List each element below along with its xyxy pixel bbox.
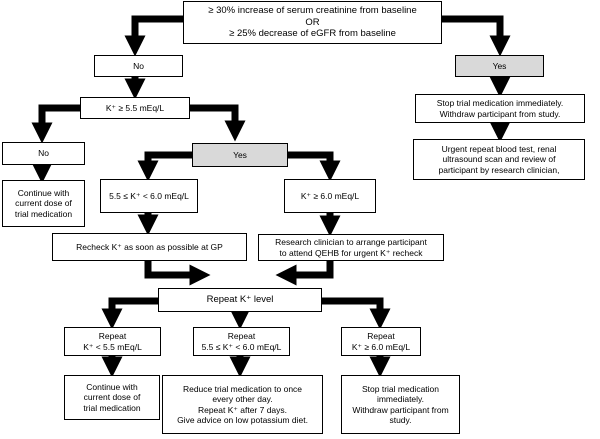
node-no-2-line: No — [38, 148, 49, 159]
node-no-2: No — [2, 142, 85, 165]
arrow-recheck-to-repeat — [144, 261, 211, 286]
node-continue-2-line: trial medication — [83, 402, 141, 413]
arrow-k-check-to-no — [31, 104, 80, 144]
node-continue-2-line: current dose of — [83, 392, 141, 403]
node-stop-2-line: Stop trial medication — [361, 383, 439, 394]
node-continue-1-line: current dose of — [15, 198, 72, 209]
node-clinician: Research clinician to arrange participan… — [258, 234, 444, 261]
node-repeat-high-line: Repeat — [367, 331, 395, 342]
node-clinician-line: to attend QEHB for urgent K⁺ recheck — [279, 247, 423, 258]
node-repeat-low: Repeat K⁺ < 5.5 mEq/L — [64, 327, 161, 356]
node-stop-2-line: study. — [389, 414, 412, 425]
node-continue-1: Continue with current dose of trial medi… — [2, 180, 85, 227]
arrow-k-check-to-yes — [190, 104, 246, 142]
node-start-line: ≥ 30% increase of serum creatinine from … — [208, 5, 417, 17]
node-yes-2-line: Yes — [233, 149, 247, 160]
node-start-line: ≥ 25% decrease of eGFR from baseline — [229, 28, 396, 40]
node-stop-1-line: Stop trial medication immediately. — [436, 98, 564, 109]
node-repeat-low-line: Repeat — [98, 331, 127, 342]
node-stop-2: Stop trial medication immediately. Withd… — [341, 375, 460, 434]
node-k-check: K⁺ ≥ 5.5 mEq/L — [80, 97, 190, 119]
node-repeat-mid-line: Repeat — [227, 331, 256, 342]
node-recheck-gp: Recheck K⁺ as soon as possible at GP — [52, 233, 247, 261]
node-repeat-low-line: K⁺ < 5.5 mEq/L — [83, 341, 142, 352]
node-k-check-line: K⁺ ≥ 5.5 mEq/L — [105, 102, 165, 113]
node-continue-1-line: Continue with — [17, 187, 70, 198]
node-yes-1: Yes — [455, 55, 544, 77]
node-repeat-k-line: Repeat K⁺ level — [206, 294, 274, 306]
arrow-repeat-to-low — [101, 297, 158, 330]
node-reduce-line: every other day. — [212, 394, 273, 405]
node-continue-2-line: Continue with — [86, 381, 138, 392]
node-stop-1-line: Withdraw participant from study. — [439, 108, 561, 119]
node-repeat-mid: Repeat 5.5 ≤ K⁺ < 6.0 mEq/L — [193, 327, 290, 356]
node-repeat-high: Repeat K⁺ ≥ 6.0 mEq/L — [341, 327, 421, 356]
node-repeat-k: Repeat K⁺ level — [158, 288, 322, 312]
node-reduce-line: Reduce trial medication to once — [182, 383, 303, 394]
node-reduce-line: Give advice on low potassium diet. — [177, 414, 308, 425]
node-stop-2-line: Withdraw participant from — [352, 404, 449, 415]
node-reduce: Reduce trial medication to once every ot… — [162, 375, 323, 434]
arrow-yes-to-range — [137, 151, 192, 182]
node-no-1: No — [94, 55, 183, 77]
node-start-line: OR — [305, 16, 320, 28]
node-range-1-line: 5.5 ≤ K⁺ < 6.0 mEq/L — [109, 190, 189, 201]
arrow-clinician-to-repeat — [275, 261, 334, 286]
node-start: ≥ 30% increase of serum creatinine from … — [183, 1, 442, 44]
node-continue-2: Continue with current dose of trial medi… — [64, 375, 160, 420]
arrow-yes-to-high — [288, 151, 341, 182]
node-urgent-test-line: participant by research clinician, — [438, 164, 560, 175]
arrow-start-to-no — [124, 15, 183, 57]
node-stop-1: Stop trial medication immediately. Withd… — [415, 94, 585, 123]
node-repeat-high-line: K⁺ ≥ 6.0 mEq/L — [351, 341, 411, 352]
node-urgent-test: Urgent repeat blood test, renal ultrasou… — [413, 139, 585, 180]
arrow-start-to-yes — [442, 15, 511, 57]
node-high-1: K⁺ ≥ 6.0 mEq/L — [284, 179, 376, 213]
node-range-1: 5.5 ≤ K⁺ < 6.0 mEq/L — [100, 179, 198, 213]
node-urgent-test-line: ultrasound scan and review of — [442, 154, 556, 165]
node-yes-2: Yes — [192, 143, 288, 167]
node-reduce-line: Repeat K⁺ after 7 days. — [197, 404, 288, 415]
node-recheck-gp-line: Recheck K⁺ as soon as possible at GP — [76, 241, 223, 252]
node-no-1-line: No — [133, 60, 144, 71]
node-clinician-line: Research clinician to arrange participan… — [275, 237, 427, 248]
node-repeat-mid-line: 5.5 ≤ K⁺ < 6.0 mEq/L — [201, 341, 282, 352]
node-stop-2-line: immediately. — [376, 394, 425, 405]
node-urgent-test-line: Urgent repeat blood test, renal — [441, 143, 557, 154]
arrow-repeat-to-high — [322, 297, 391, 330]
node-yes-1-line: Yes — [492, 60, 507, 71]
node-high-1-line: K⁺ ≥ 6.0 mEq/L — [300, 190, 360, 201]
node-continue-1-line: trial medication — [14, 208, 73, 219]
